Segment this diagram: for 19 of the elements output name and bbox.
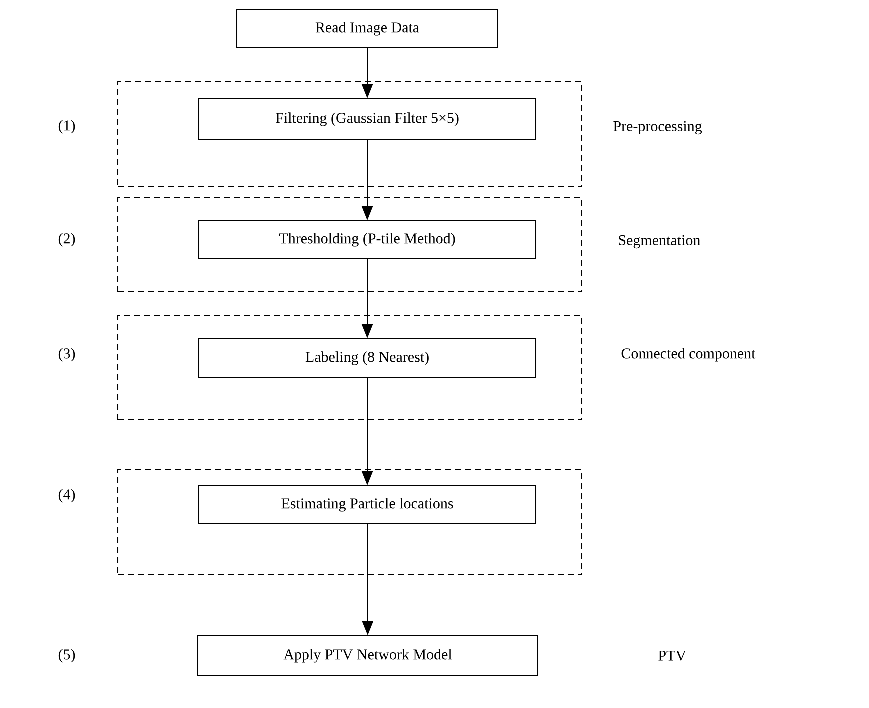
process-box: Labeling (8 Nearest) (198, 338, 536, 378)
step-number: (5) (58, 649, 76, 663)
group-box (118, 198, 582, 292)
process-box: Thresholding (P-tile Method) (198, 220, 536, 260)
process-box: Apply PTV Network Model (198, 636, 538, 676)
step-number: (2) (58, 233, 76, 247)
group-box (118, 470, 582, 576)
stage-label: Segmentation (619, 235, 700, 249)
process-box: Filtering (Gaussian Filter 5×5) (198, 98, 536, 140)
stage-label: Connected component (622, 348, 756, 362)
step-number: (3) (58, 348, 76, 362)
process-box: Estimating Particle locations (198, 486, 536, 524)
stage-label: PTV (658, 650, 686, 661)
stage-label: Pre-processing (614, 121, 702, 135)
step-number: (1) (58, 120, 76, 134)
process-box: Read Image Data (236, 10, 498, 48)
step-number: (4) (58, 489, 76, 503)
group-box (118, 316, 582, 420)
group-box (118, 82, 582, 188)
